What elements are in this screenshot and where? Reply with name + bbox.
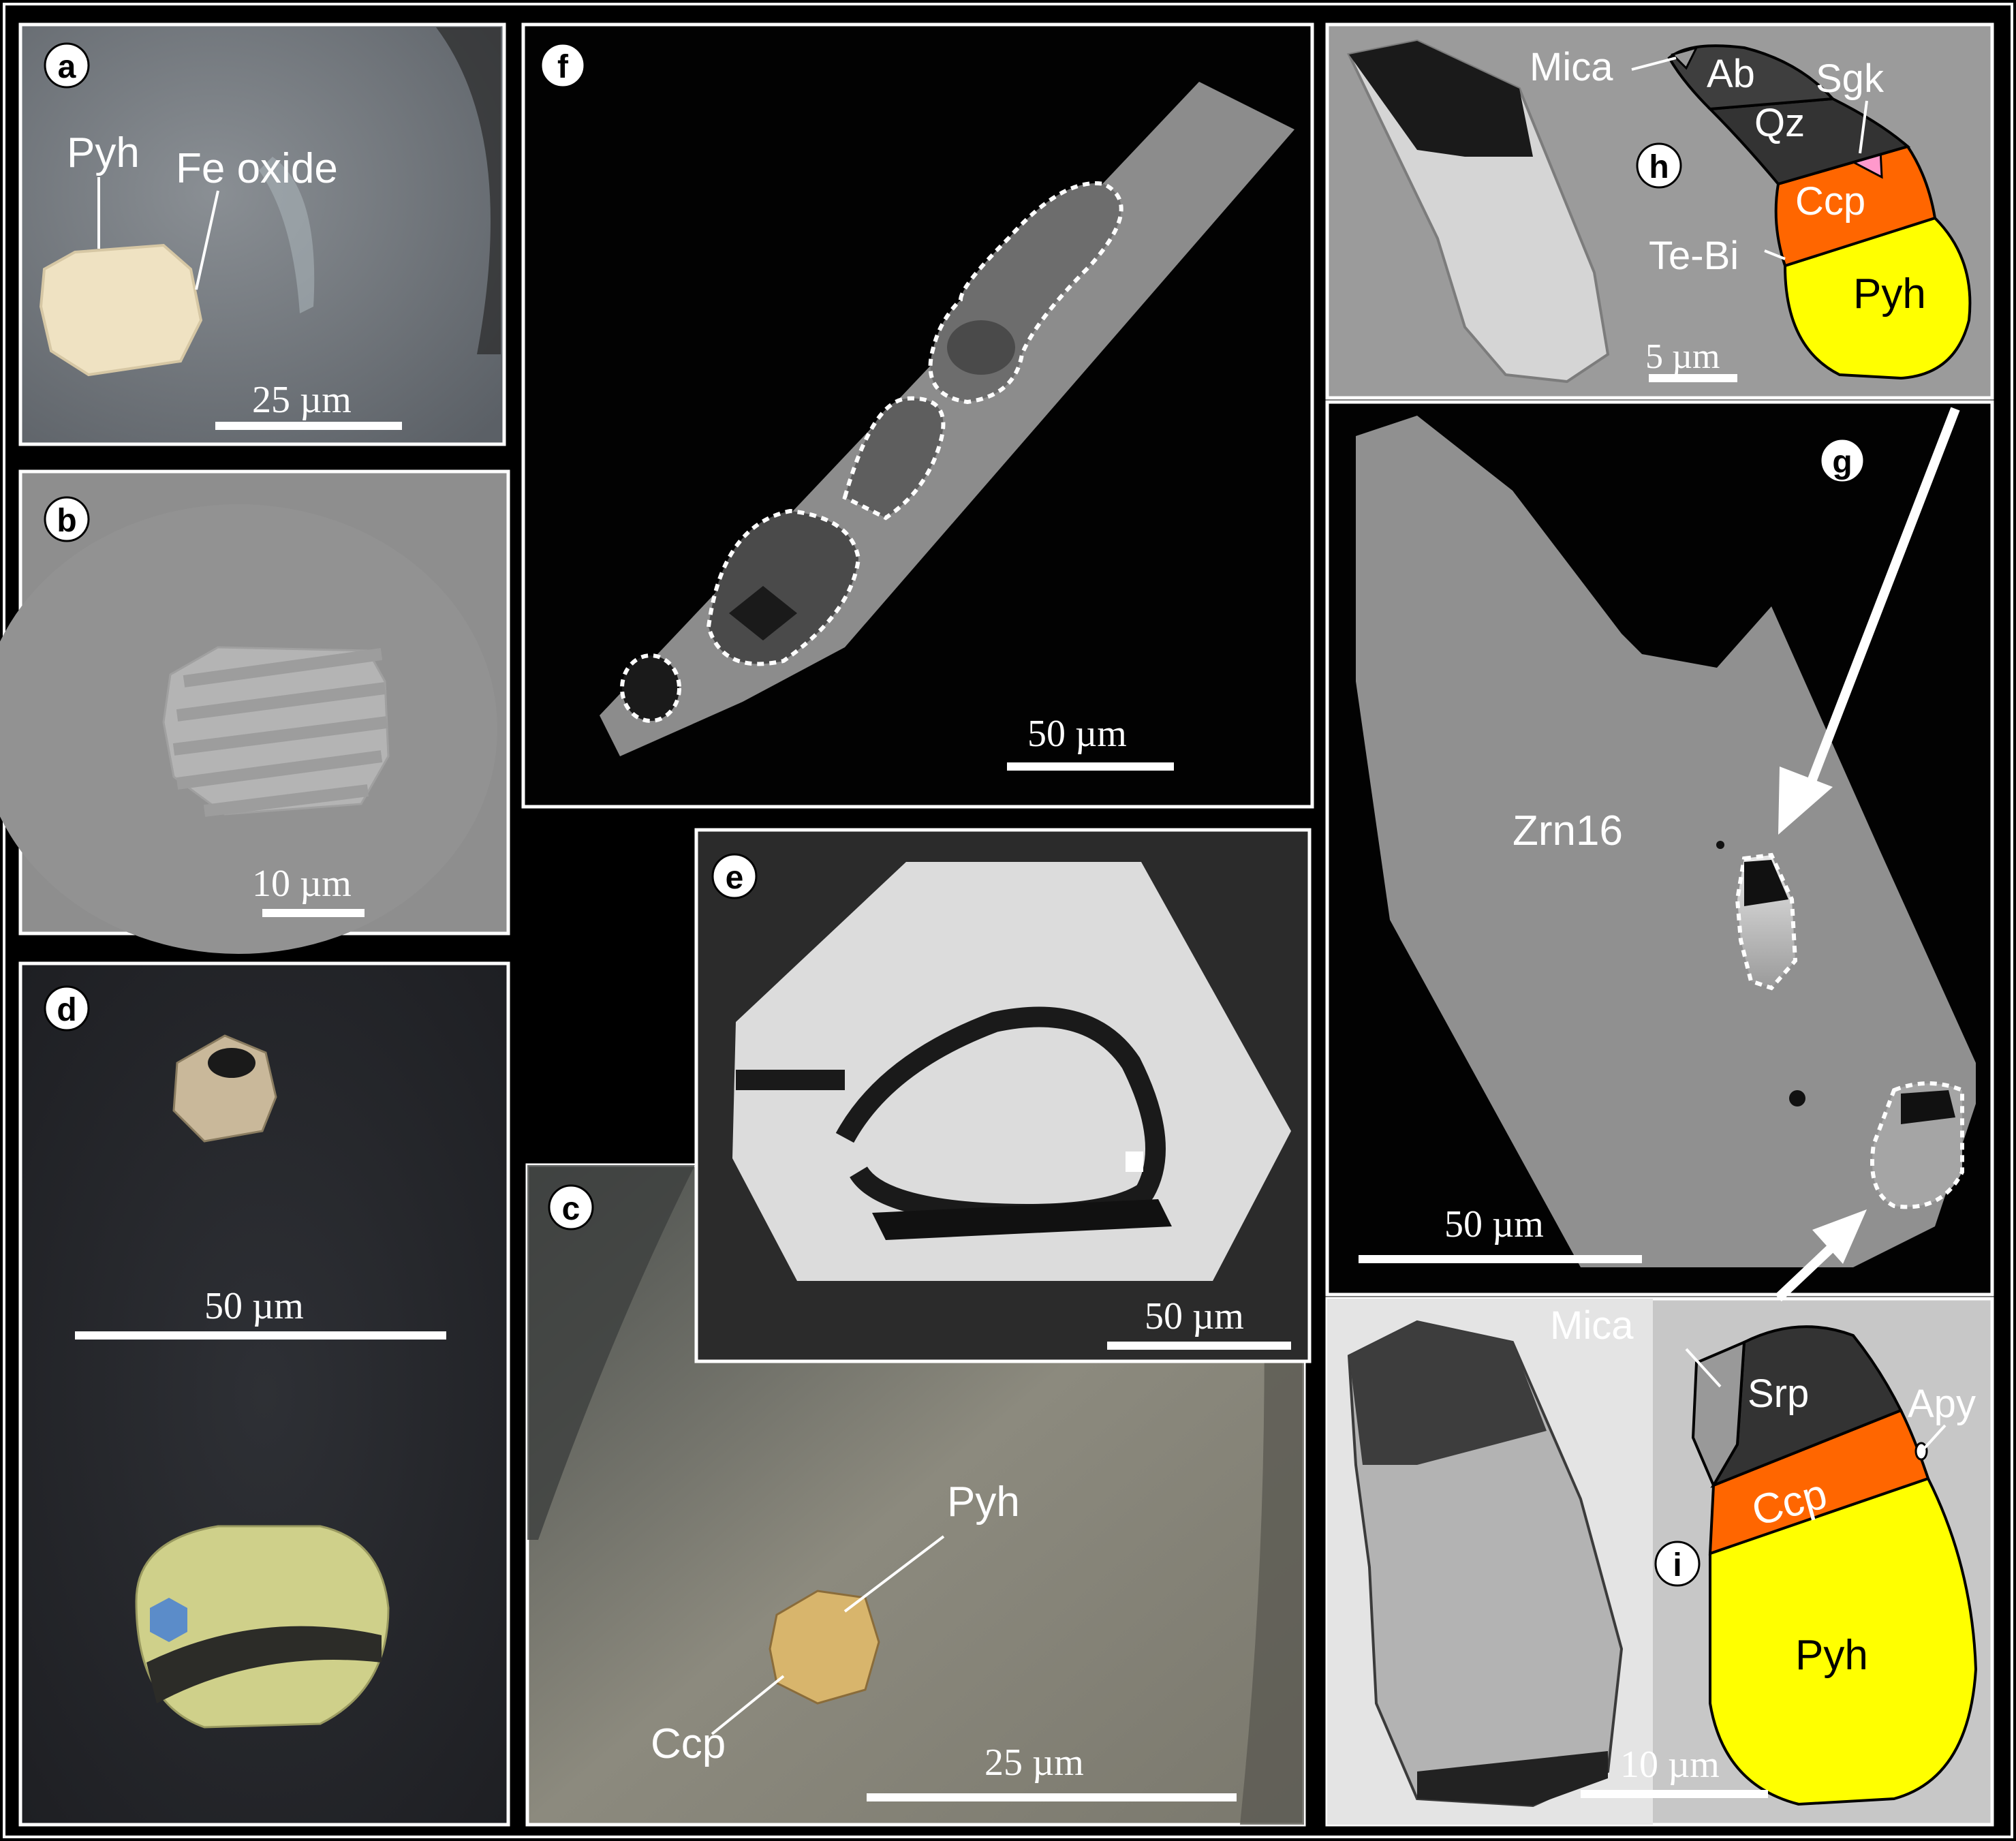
panel-letter-d-bg (44, 985, 90, 1032)
label-fe-oxide: Fe oxide (176, 145, 338, 192)
panel-letter-d: d (57, 992, 76, 1028)
panel-letter-e-bg (711, 853, 758, 899)
panel-letter-a-bg (44, 42, 90, 89)
phase-ccp-i (1708, 1408, 1930, 1556)
panel-c: Pyh Ccp 25 µm c (525, 1163, 1306, 1827)
label-ccp-h: Ccp (1795, 179, 1865, 223)
panel-letter-c-bg (548, 1184, 594, 1231)
panel-h: Mica Ab Sgk Qz Ccp Te-Bi Pyh 5 µm h (1325, 22, 1994, 400)
label-ab-h: Ab (1707, 52, 1755, 96)
label-te-bi-h: Te-Bi (1649, 234, 1739, 278)
label-pyh-h: Pyh (1853, 270, 1926, 318)
phase-ccp-h (1774, 144, 1937, 268)
panel-letter-i: i (1673, 1547, 1681, 1583)
outer-frame (3, 3, 2013, 1838)
pyh-grain-c (769, 1590, 880, 1705)
label-zrn16: Zrn16 (1513, 807, 1623, 854)
scale-label-d: 50 µm (204, 1285, 304, 1327)
pyh-grain (39, 243, 203, 377)
label-apy-i: Apy (1908, 1382, 1976, 1426)
panel-letter-e: e (726, 860, 744, 896)
scale-label-i: 10 µm (1620, 1744, 1720, 1786)
panel-f: 50 µm f (521, 22, 1314, 809)
panel-letter-c: c (562, 1191, 580, 1227)
panel-letter-h-bg (1636, 142, 1682, 189)
panel-letter-f: f (557, 49, 569, 85)
panel-letter-f-bg (540, 42, 586, 89)
panel-letter-b: b (57, 503, 76, 539)
panel-letter-g: g (1832, 444, 1852, 480)
panel-i: Mica Srp Apy Ccp Pyh 10 µm i (1325, 1297, 1994, 1827)
label-srp-i: Srp (1748, 1372, 1809, 1416)
arrow-head-h-to-g (1778, 767, 1833, 835)
arrow-i-to-g (1775, 1236, 1843, 1302)
label-mica-i: Mica (1550, 1303, 1634, 1348)
scale-label-f: 50 µm (1027, 713, 1127, 755)
scale-label-g: 50 µm (1444, 1203, 1544, 1246)
label-qz-h: Qz (1754, 101, 1805, 145)
panel-d: 50 µm d (18, 961, 510, 1827)
panel-g: Zrn16 50 µm g (1325, 400, 1994, 1297)
label-pyh-i: Pyh (1795, 1632, 1868, 1679)
phase-pyh-i (1709, 1476, 1978, 1806)
phase-ab-h (1667, 44, 1836, 111)
scale-label-h: 5 µm (1645, 337, 1720, 376)
phase-mica-h (1671, 46, 1699, 70)
scale-label-c: 25 µm (984, 1742, 1084, 1784)
label-ccp-c: Ccp (651, 1720, 726, 1767)
label-pyh-c: Pyh (947, 1479, 1020, 1526)
panel-letter-a: a (58, 49, 76, 85)
blue-hexagon (150, 1598, 187, 1642)
arrow-head-i-to-g (1812, 1209, 1867, 1264)
scale-label-e: 50 µm (1145, 1295, 1244, 1337)
arrow-h-to-g (1801, 407, 1960, 799)
panel-b: 10 µm b (0, 469, 510, 954)
phase-srp-i (1710, 1325, 1903, 1489)
panel-a: Pyh Fe oxide 25 µm a (18, 22, 506, 446)
label-sgk-h: Sgk (1816, 57, 1885, 101)
inclusion-outline-f2 (842, 396, 946, 521)
panel-letter-h: h (1649, 149, 1669, 185)
phase-pyh-h (1783, 216, 1972, 380)
zircon-grain-g (1356, 416, 1976, 1267)
panel-letter-i-bg (1654, 1541, 1701, 1587)
inclusion-outline-f4 (620, 653, 681, 723)
label-pyh-a: Pyh (67, 129, 140, 176)
label-mica-h: Mica (1530, 45, 1613, 89)
phase-qz-h (1707, 97, 1911, 186)
panel-letter-b-bg (44, 496, 90, 542)
panel-e: 50 µm e (694, 828, 1312, 1363)
phase-mica-i (1691, 1340, 1746, 1489)
scale-label-a: 25 µm (252, 379, 352, 421)
panel-letter-g-bg (1819, 437, 1865, 484)
scale-label-b: 10 µm (252, 863, 352, 905)
